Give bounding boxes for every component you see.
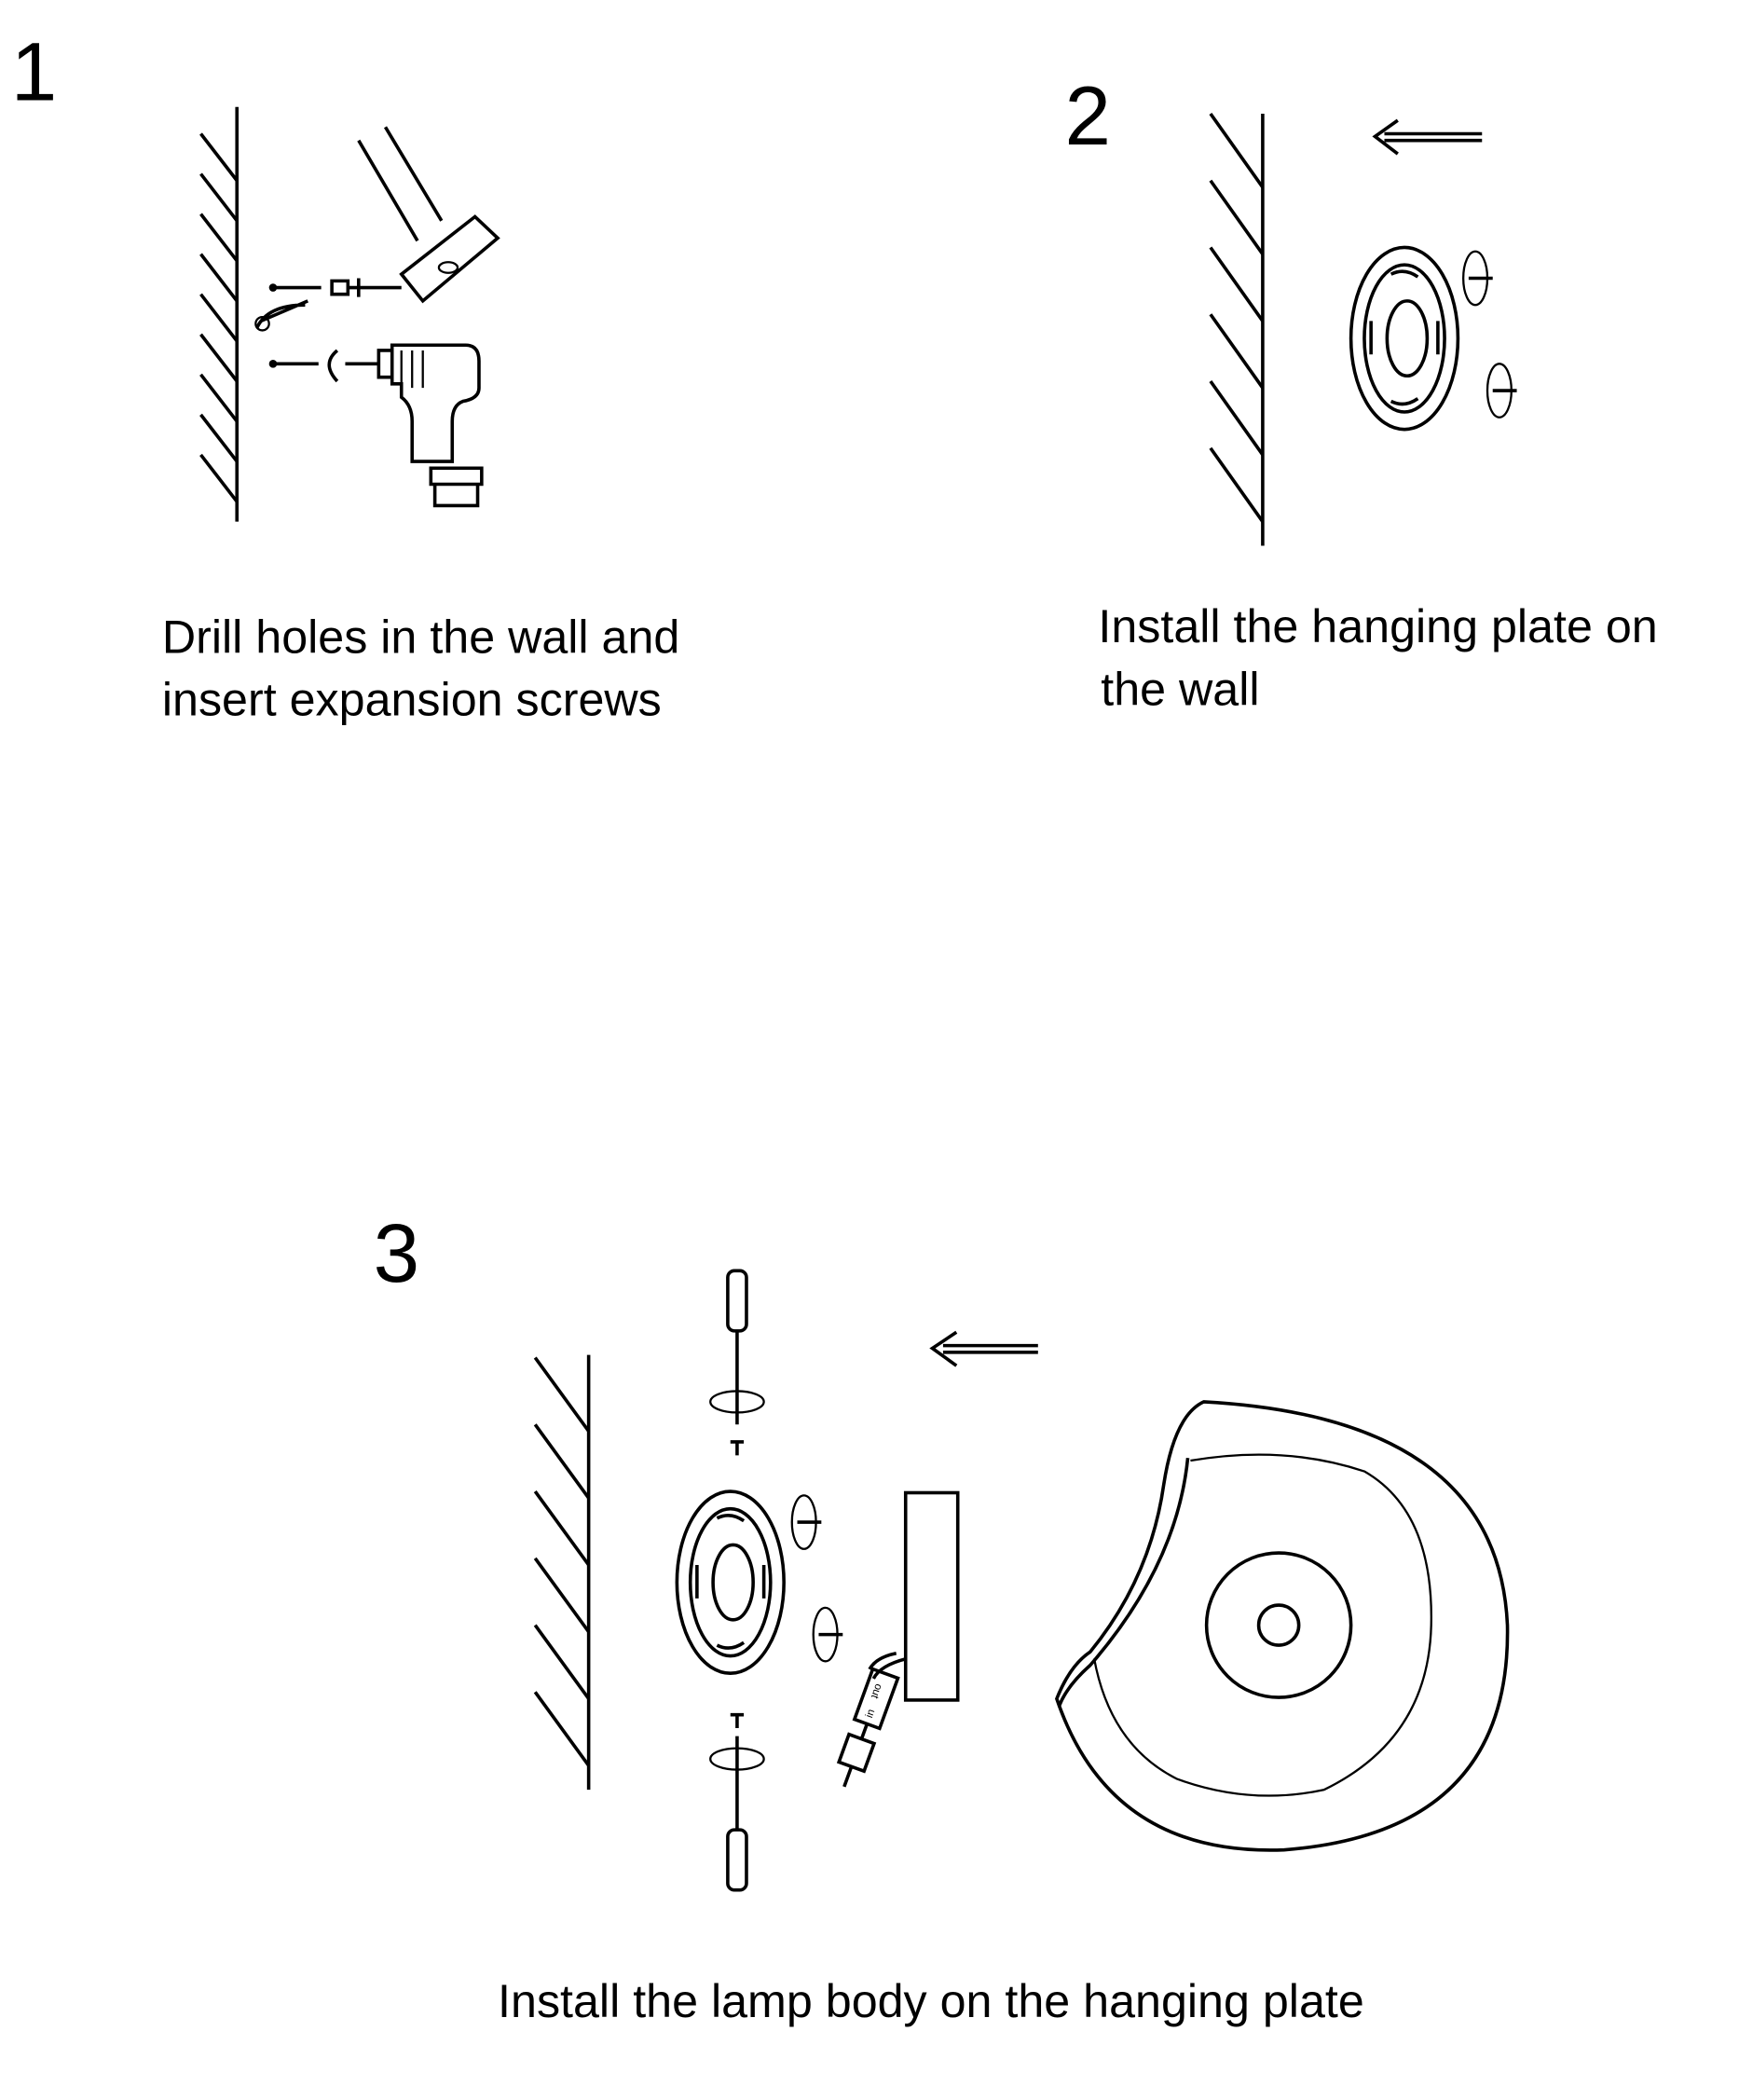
step-3: 3 [374,1206,1510,2027]
wall-icon [533,1354,591,1791]
step-caption-line: the wall [1101,663,1259,715]
wall-icon [1209,112,1265,546]
step-caption-line: Drill holes in the wall and [162,611,679,663]
step-number: 1 [11,25,57,118]
step-number: 3 [374,1206,419,1299]
screwdriver-bottom-icon [709,1712,765,1892]
hanging-plate-icon [675,1489,786,1676]
hanging-plate-icon [1349,245,1460,432]
step-caption-line: Install the lamp body on the hanging pla… [498,1975,1364,2027]
lamp-body-icon [1054,1400,1510,1852]
arrow-left-icon [1372,118,1483,156]
step-1: 1 Drill holes in the wall and insert exp… [11,25,680,726]
screw-rotate-icon [1462,250,1517,419]
step-2: 2 Install the hanging plate on the wall [1065,69,1658,715]
step-caption-line: insert expansion screws [162,674,662,726]
step-number: 2 [1065,69,1111,162]
screws-icon [254,278,402,383]
wall-icon [199,106,240,522]
step-caption-line: Install the hanging plate on [1098,600,1657,652]
connector-icon: out in [836,1651,908,1788]
hammer-icon [357,126,500,304]
arrow-left-icon [929,1330,1038,1367]
mounting-bracket [903,1490,960,1702]
screw-rotate-icon [790,1494,843,1663]
screwdriver-top-icon [709,1269,765,1456]
connector-label-in: in [864,1708,877,1720]
connector-label-out: out [869,1682,884,1701]
drill-icon [345,343,484,508]
